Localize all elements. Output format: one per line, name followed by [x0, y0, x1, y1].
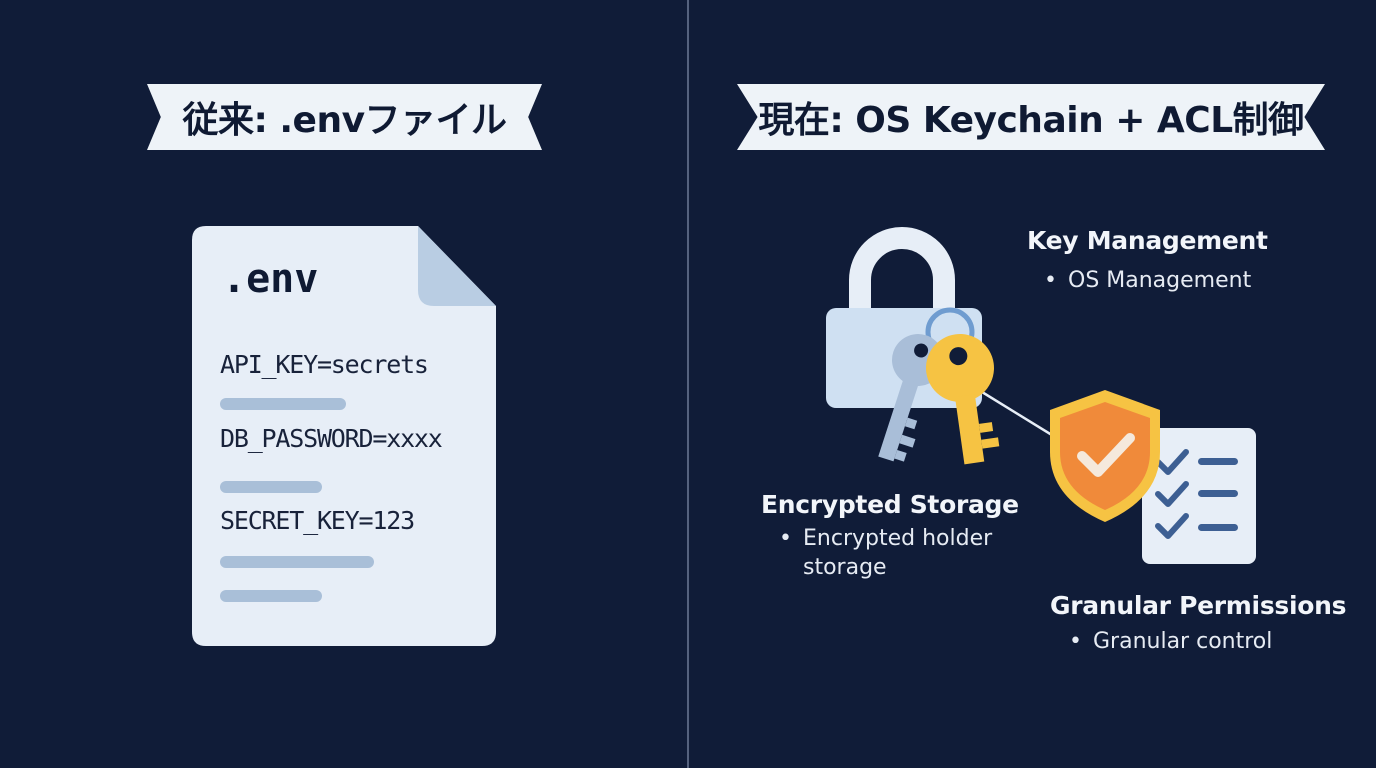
- checklist-icon: [1142, 428, 1256, 564]
- placeholder-line: [220, 590, 322, 602]
- key-management-bullet: OS Management: [1044, 266, 1251, 295]
- document-line-api-key: API_KEY=secrets: [220, 350, 429, 379]
- placeholder-line: [220, 398, 346, 410]
- encrypted-storage-bullet: Encrypted holder storage: [779, 524, 992, 582]
- right-banner: 現在: OS Keychain + ACL制御: [737, 84, 1325, 150]
- document-icon: [192, 226, 496, 646]
- connector-line: [981, 390, 1061, 442]
- keys-icon: [878, 307, 1000, 465]
- left-banner: 従来: .envファイル: [147, 84, 542, 150]
- encrypted-storage-title: Encrypted Storage: [761, 490, 1019, 519]
- document-line-secret-key: SECRET_KEY=123: [220, 506, 415, 535]
- key-management-title: Key Management: [1027, 226, 1268, 255]
- granular-permissions-title: Granular Permissions: [1050, 591, 1347, 620]
- panel-divider: [687, 0, 689, 768]
- placeholder-line: [220, 481, 322, 493]
- left-banner-title: 従来: .envファイル: [182, 100, 507, 141]
- granular-permissions-bullet: Granular control: [1069, 627, 1272, 656]
- document-filename: .env: [222, 256, 319, 302]
- right-banner-title: 現在: OS Keychain + ACL制御: [758, 100, 1304, 141]
- shield-check-icon: [1050, 390, 1160, 522]
- env-document: .env API_KEY=secrets DB_PASSWORD=xxxx SE…: [192, 226, 496, 646]
- placeholder-line: [220, 556, 374, 568]
- document-line-db-password: DB_PASSWORD=xxxx: [220, 424, 443, 453]
